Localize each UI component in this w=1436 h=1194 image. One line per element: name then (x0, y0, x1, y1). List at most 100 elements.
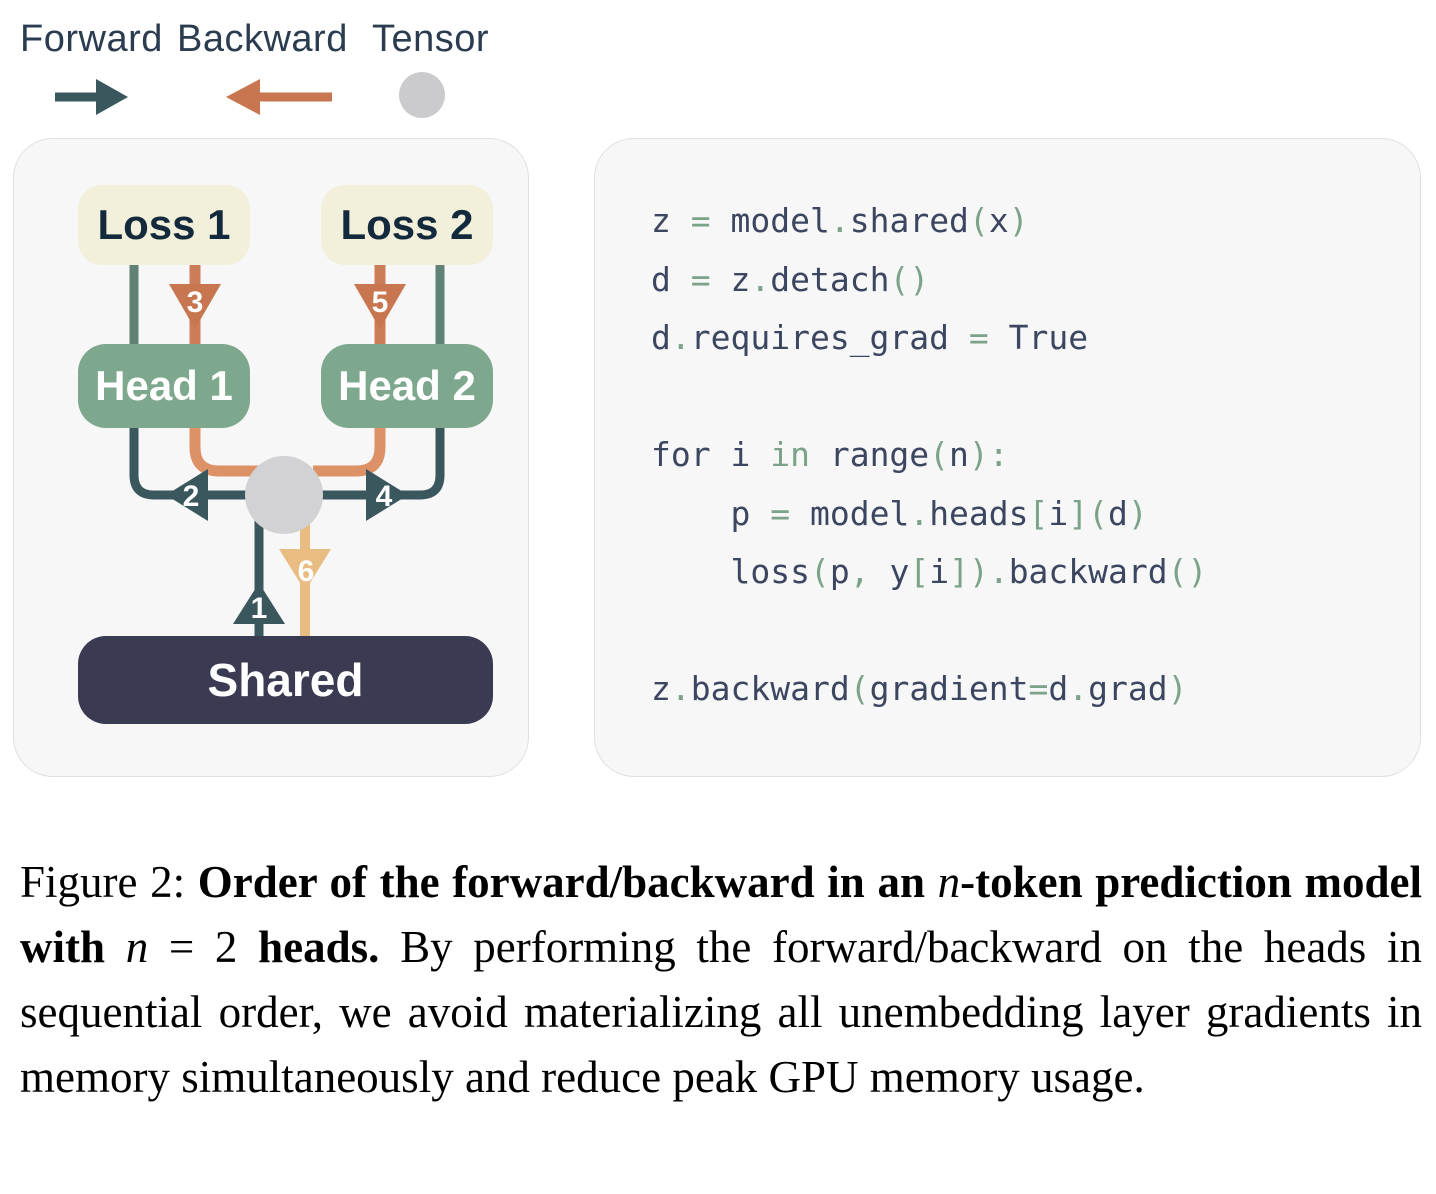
code-token: backward (1008, 552, 1168, 591)
code-block: z = model.shared(x) d = z.detach() d.req… (651, 192, 1207, 719)
code-token: z (730, 259, 751, 299)
code-token: = (690, 201, 731, 240)
arrowhead-step4 (366, 469, 408, 521)
code-line: loss(p, y[i]).backward() (651, 543, 1207, 602)
code-token: n (949, 435, 969, 474)
forward-edge-tensor-head1 (129, 428, 284, 500)
code-line: d = z.detach() (651, 251, 1207, 310)
code-token: ( (929, 435, 950, 474)
caption-math-eq: = 2 (148, 922, 238, 972)
code-token: ( (809, 552, 830, 591)
code-token: () (889, 259, 930, 299)
code-token: [ (1028, 493, 1049, 533)
caption-math-n: n (937, 857, 961, 907)
legend-icons (55, 72, 445, 118)
forward-edge-tensor-head2 (284, 428, 445, 500)
code-token: . (909, 493, 930, 533)
code-token: z (651, 201, 691, 240)
code-token: [ (909, 552, 930, 591)
code-token: ]( (1068, 493, 1109, 533)
code-token: ( (849, 669, 870, 708)
legend-label-forward: Forward (20, 18, 163, 60)
code-token: p (651, 493, 771, 533)
step-label-4: 4 (376, 480, 393, 513)
code-token: . (670, 669, 691, 708)
step-label-2: 2 (183, 480, 200, 513)
code-token: = (690, 259, 731, 299)
code-token: = (1028, 669, 1049, 708)
arrowhead-step3 (169, 284, 221, 329)
backward-arrow-icon (226, 79, 332, 115)
node-head2: Head 2 (321, 344, 493, 428)
code-token: . (1068, 669, 1089, 708)
arrowhead-step1 (233, 583, 285, 624)
code-line: for i in range(n): (651, 426, 1207, 485)
legend-label-backward: Backward (177, 18, 348, 60)
code-token: . (670, 318, 691, 357)
code-token: ) (1127, 493, 1148, 533)
code-token: requires_grad (690, 318, 969, 357)
caption-bold-text: -token prediction model with (20, 857, 1422, 972)
code-token: gradient (869, 669, 1029, 708)
code-token: backward (690, 669, 850, 708)
code-line: z.backward(gradient=d.grad) (651, 660, 1207, 719)
arrowhead-step6 (279, 549, 331, 591)
code-token: i (1048, 493, 1069, 533)
code-line: p = model.heads[i](d) (651, 485, 1207, 544)
code-token: for i (651, 435, 771, 474)
step-label-1: 1 (251, 592, 268, 625)
code-token: y (889, 552, 910, 591)
arrowhead-step5 (354, 284, 406, 329)
code-token: i (929, 552, 950, 591)
code-token: grad (1088, 669, 1168, 708)
caption-bold-text: heads. (237, 922, 380, 972)
code-token: , (849, 552, 890, 591)
code-token: p (829, 552, 850, 591)
backward-curve-head2-tensor (313, 428, 386, 477)
code-token: d (1108, 493, 1128, 533)
caption-bold-text: Order of the forward/backward in an (197, 857, 938, 907)
code-token: detach (770, 259, 890, 299)
code-token: x (988, 201, 1009, 240)
step-label-6: 6 (298, 555, 315, 588)
code-token: ): (968, 435, 1009, 474)
figure-caption: Figure 2: Order of the forward/backward … (20, 850, 1422, 1110)
code-token: ) (1167, 669, 1188, 708)
code-blank-line (651, 368, 1207, 427)
caption-figure-number: Figure 2: (20, 857, 198, 907)
caption-body-text: By performing the forward/backward on th… (20, 922, 1422, 1102)
node-shared: Shared (78, 636, 493, 724)
code-token: in (770, 435, 830, 474)
code-token: range (829, 435, 930, 474)
code-token: . (829, 201, 850, 240)
code-token: True (1008, 318, 1089, 357)
code-blank-line (651, 602, 1207, 661)
code-token: shared (849, 201, 969, 240)
caption-math-n: n (125, 922, 149, 972)
code-token: d (651, 259, 691, 299)
backward-curve-head1-tensor (189, 428, 261, 477)
code-token: ) (1008, 201, 1029, 240)
tensor-circle-icon (399, 72, 445, 118)
step-label-5: 5 (372, 286, 389, 319)
code-line: d.requires_grad = True (651, 309, 1207, 368)
code-token: ( (968, 201, 989, 240)
code-token: () (1167, 552, 1208, 591)
code-token: ]). (949, 552, 1009, 591)
code-panel: z = model.shared(x) d = z.detach() d.req… (594, 138, 1421, 777)
code-token: d (651, 318, 671, 357)
code-token: heads (929, 493, 1029, 533)
diagram-panel: 3 5 2 4 1 6 Loss 1 Loss 2 Head 1 Head 2 … (13, 138, 529, 777)
code-token: = (968, 318, 1009, 357)
code-token: z (651, 669, 671, 708)
node-loss1: Loss 1 (78, 185, 250, 265)
code-token: = (770, 493, 810, 533)
code-token: model (809, 493, 910, 533)
node-head1: Head 1 (78, 344, 250, 428)
forward-arrow-icon (55, 79, 128, 115)
code-token: model (730, 201, 830, 240)
arrowhead-step2 (166, 469, 208, 521)
diagram-edges: 3 5 2 4 1 6 (129, 265, 445, 636)
step-label-3: 3 (187, 286, 204, 319)
